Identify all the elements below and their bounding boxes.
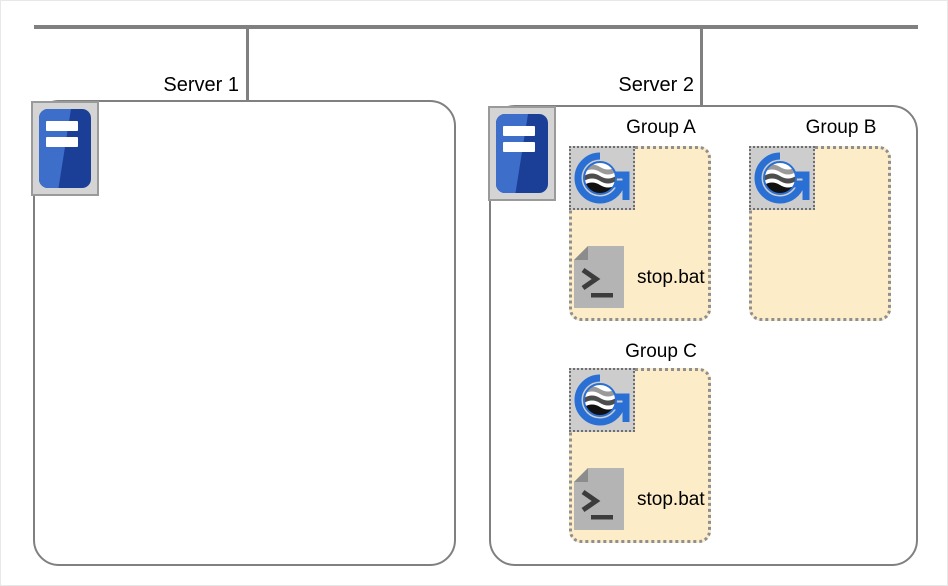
server-icon-bar-top	[45, 120, 78, 132]
glassfish-instance-icon[interactable]	[749, 146, 815, 210]
group-c-label: Group C	[625, 341, 697, 362]
server-1-drop-line	[246, 25, 249, 101]
bat-script-icon	[574, 468, 624, 530]
bat-script-icon	[574, 246, 624, 308]
server-2-label: Server 2	[618, 74, 694, 96]
server-icon-bar-bottom	[502, 141, 535, 152]
stop-bat-item[interactable]: stop.bat	[574, 468, 705, 530]
server-1-label: Server 1	[163, 74, 239, 96]
server-icon-body	[496, 114, 548, 193]
server-icon-bar-bottom	[45, 136, 78, 147]
server-2-drop-line	[700, 25, 703, 106]
network-bus-line	[34, 25, 918, 29]
group-a-label: Group A	[626, 117, 696, 138]
server-icon-bar-top	[502, 125, 535, 137]
group-b-label: Group B	[805, 117, 877, 138]
stop-bat-item[interactable]: stop.bat	[574, 246, 705, 308]
server-icon-body	[39, 109, 91, 188]
server-icon[interactable]	[488, 106, 556, 201]
glassfish-instance-icon[interactable]	[569, 146, 635, 210]
server-1-box[interactable]	[33, 100, 456, 566]
stop-bat-label: stop.bat	[637, 266, 705, 288]
stop-bat-label: stop.bat	[637, 488, 705, 510]
glassfish-instance-icon[interactable]	[569, 368, 635, 432]
server-icon[interactable]	[31, 101, 99, 196]
